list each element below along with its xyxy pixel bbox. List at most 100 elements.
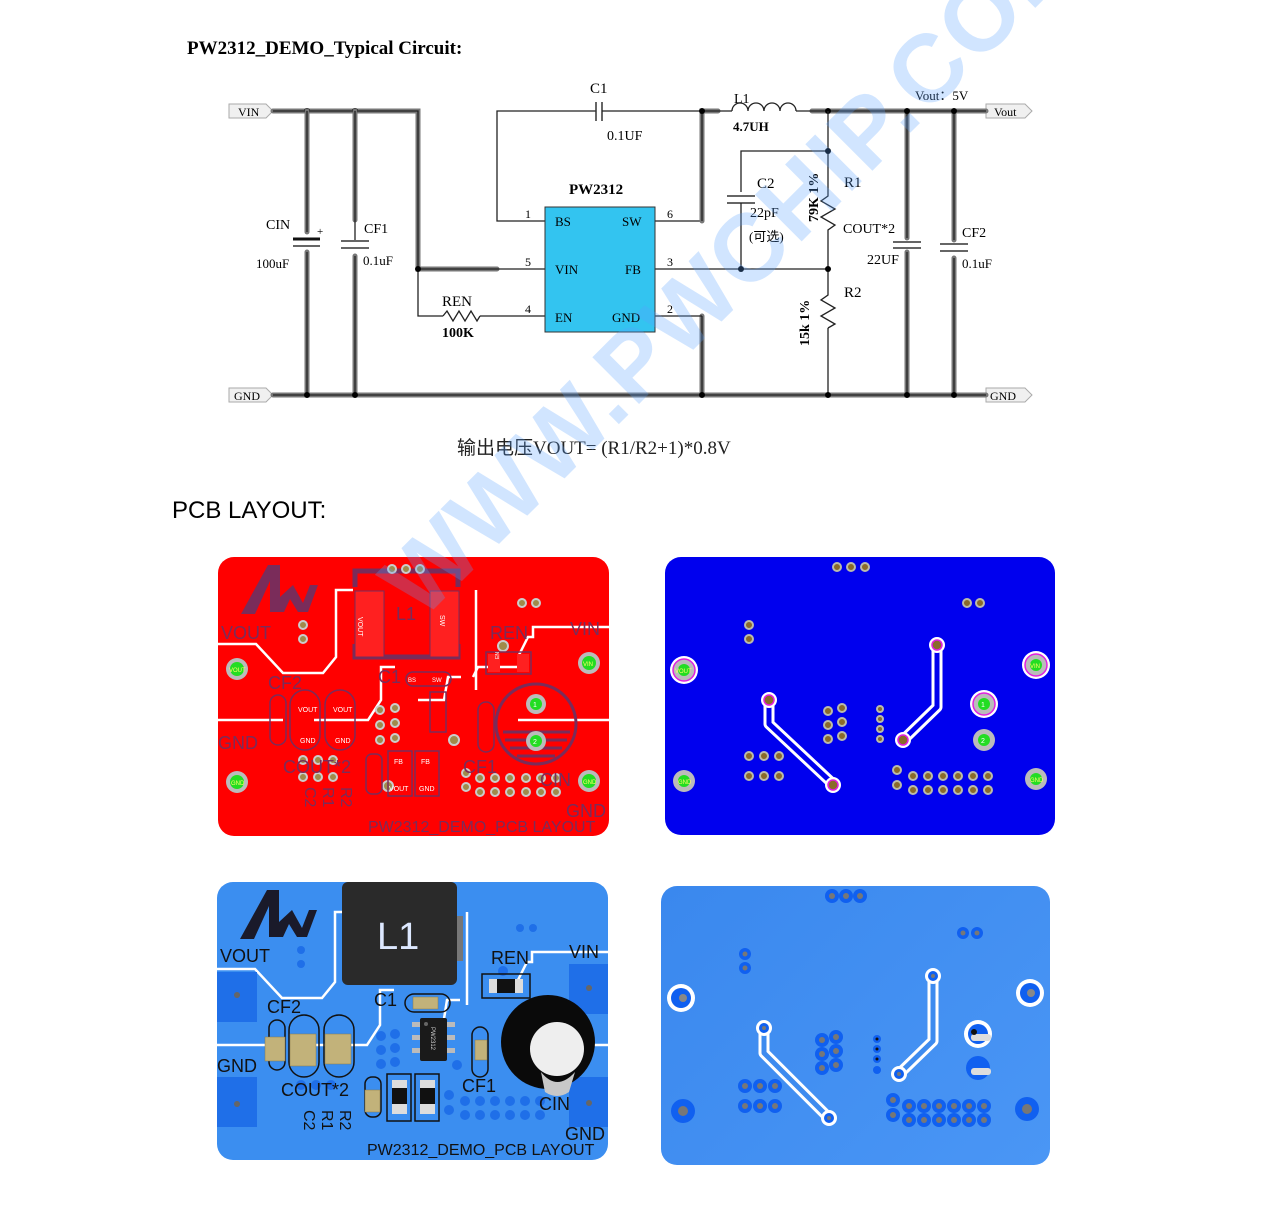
silk-gnd: GND bbox=[218, 733, 258, 753]
c1-pad-bs-label: BS bbox=[408, 678, 416, 684]
silk-cin: CIN bbox=[540, 770, 571, 790]
logo-pw bbox=[240, 890, 317, 939]
silkscreen-labels: VOUT GND VIN GND CF2 COUT*2 C1 REN CF1 C… bbox=[218, 619, 606, 836]
port-gnd-right: GND bbox=[985, 387, 1033, 403]
ren-value: 100K bbox=[442, 326, 474, 341]
gnd-net bbox=[270, 249, 989, 398]
cf1-value: 0.1uF bbox=[363, 253, 393, 268]
cin-pin2-label: 2 bbox=[533, 739, 537, 746]
document-title: PW2312_DEMO_Typical Circuit: bbox=[187, 38, 463, 59]
silk-cf2: CF2 bbox=[268, 673, 302, 693]
ic-body-label: PW2312 bbox=[429, 1027, 435, 1051]
inductor-l1: L1 4.7UH bbox=[731, 92, 797, 134]
pcb-bottom-copper: VOUT VIN GND GND 1 2 bbox=[665, 557, 1055, 835]
cf2-ref: CF2 bbox=[962, 226, 986, 241]
vout-label: Vout：5V bbox=[915, 88, 969, 103]
pad-vout-label: VOUT bbox=[675, 669, 692, 675]
capacitor-cin: + CIN 100uF bbox=[256, 108, 323, 271]
l1-silk: L1 bbox=[396, 604, 416, 624]
silk-gnd-r: GND bbox=[566, 801, 606, 821]
cout-ref: COUT*2 bbox=[843, 222, 895, 237]
silk-vout: VOUT bbox=[220, 946, 270, 966]
ic-pin-fb: FB bbox=[625, 262, 641, 277]
pad-gnd-r-label: GND bbox=[583, 780, 597, 786]
connector-holes bbox=[667, 979, 1044, 1075]
silk-cout: COUT*2 bbox=[281, 1080, 349, 1100]
r2-pad-fb: FB bbox=[421, 759, 430, 766]
ren-pad bbox=[517, 654, 529, 672]
r1-ref: R1 bbox=[844, 175, 862, 191]
pad-gnd-label: GND bbox=[678, 780, 692, 786]
vout-formula: 输出电压VOUT= (R1/R2+1)*0.8V bbox=[457, 438, 731, 459]
ren-pad-en-label: EN bbox=[495, 652, 501, 659]
connector-pads: VOUT VIN GND GND 1 2 bbox=[670, 651, 1050, 792]
bottom-traces bbox=[756, 968, 941, 1126]
silk-r1: R1 bbox=[319, 787, 336, 808]
pcb-bottom-3d bbox=[661, 886, 1050, 1165]
pcb-top-copper: VOUT SW L1 1 2 VOUT bbox=[218, 557, 609, 836]
cout2-pad-gnd: GND bbox=[335, 738, 351, 745]
port-vin: VIN bbox=[228, 103, 274, 119]
silk-footer: PW2312_DEMO_PCB LAYOUT bbox=[368, 819, 596, 836]
cout-value: 22UF bbox=[867, 253, 899, 268]
l1-pad-sw-label: SW bbox=[438, 615, 445, 627]
ic-pin-num-4: 4 bbox=[525, 302, 531, 316]
silk-vout: VOUT bbox=[221, 623, 271, 643]
cout2-pad-vout: VOUT bbox=[333, 707, 353, 714]
pad-gnd-r-label: GND bbox=[1030, 778, 1044, 784]
silk-r2: R2 bbox=[337, 787, 354, 808]
capacitor-cout: COUT*2 22UF bbox=[843, 222, 921, 268]
sw-net bbox=[655, 108, 732, 224]
ic-pw2312-3d: PW2312 bbox=[412, 1018, 455, 1061]
c1-value: 0.1UF bbox=[607, 129, 643, 144]
silk-cf2: CF2 bbox=[267, 997, 301, 1017]
ic-pin-num-5: 5 bbox=[525, 255, 531, 269]
silk-gnd: GND bbox=[217, 1056, 257, 1076]
r2-value: 15k 1% bbox=[798, 300, 813, 346]
capacitor-cin-footprint: 1 2 bbox=[494, 682, 578, 766]
feedback-network: C2 22pF (可选) R1 79K 1% R2 15k 1% bbox=[655, 111, 862, 346]
cin-ref: CIN bbox=[266, 218, 290, 233]
bottom-traces bbox=[761, 637, 945, 793]
smd-capacitors bbox=[264, 996, 488, 1113]
port-gnd-left: GND bbox=[228, 387, 274, 403]
port-vout-label: Vout bbox=[994, 105, 1017, 119]
r1-pad-fb: FB bbox=[394, 759, 403, 766]
inductor-l1-3d: L1 bbox=[342, 882, 463, 985]
copper-clearance bbox=[218, 588, 609, 722]
port-vin-label: VIN bbox=[238, 105, 260, 119]
c2-ref: C2 bbox=[757, 176, 775, 192]
silk-r2: R2 bbox=[336, 1110, 353, 1131]
silk-c1: C1 bbox=[374, 990, 397, 1010]
ic-pin-en: EN bbox=[555, 310, 573, 325]
capacitor-cf2: CF2 0.1uF bbox=[940, 226, 992, 271]
cf2-value: 0.1uF bbox=[962, 256, 992, 271]
port-gnd-right-label: GND bbox=[990, 389, 1016, 403]
silk-vin: VIN bbox=[570, 619, 600, 639]
connector-pads: VOUT GND VIN GND bbox=[226, 652, 600, 793]
pad-vin-label: VIN bbox=[1030, 664, 1040, 670]
ren-ref: REN bbox=[442, 294, 472, 310]
silk-footer: PW2312_DEMO_PCB LAYOUT bbox=[367, 1142, 595, 1159]
r2-ref: R2 bbox=[844, 285, 862, 301]
r2-pad-gnd: GND bbox=[419, 786, 435, 793]
pad-gnd-label: GND bbox=[231, 781, 245, 787]
cf1-ref: CF1 bbox=[364, 222, 388, 237]
ic-pw2312: PW2312 BS VIN EN SW FB GND 1 5 4 6 3 2 bbox=[525, 182, 673, 333]
l1-pad-vout bbox=[354, 590, 385, 658]
pcb-layout-heading: PCB LAYOUT: bbox=[172, 497, 327, 524]
vout-net: Vout：5V bbox=[796, 88, 989, 243]
schematic-diagram: .wire { stroke:#222; stroke-width:1.3; f… bbox=[228, 81, 1033, 403]
ic-pin-gnd: GND bbox=[612, 310, 640, 325]
cout1-pad-vout: VOUT bbox=[298, 707, 318, 714]
silk-cf1: CF1 bbox=[462, 1076, 496, 1096]
silk-gnd-r: GND bbox=[565, 1124, 605, 1144]
silk-c2: C2 bbox=[300, 1110, 317, 1131]
ic-pin-sw: SW bbox=[622, 214, 642, 229]
ic-name: PW2312 bbox=[569, 182, 623, 198]
vias bbox=[298, 564, 561, 797]
l1-body-label: L1 bbox=[377, 916, 419, 958]
silk-vin: VIN bbox=[569, 942, 599, 962]
port-vout: Vout bbox=[985, 103, 1033, 119]
silkscreen-labels: VOUT GND VIN GND CF2 COUT*2 C1 REN CF1 C… bbox=[217, 942, 605, 1159]
